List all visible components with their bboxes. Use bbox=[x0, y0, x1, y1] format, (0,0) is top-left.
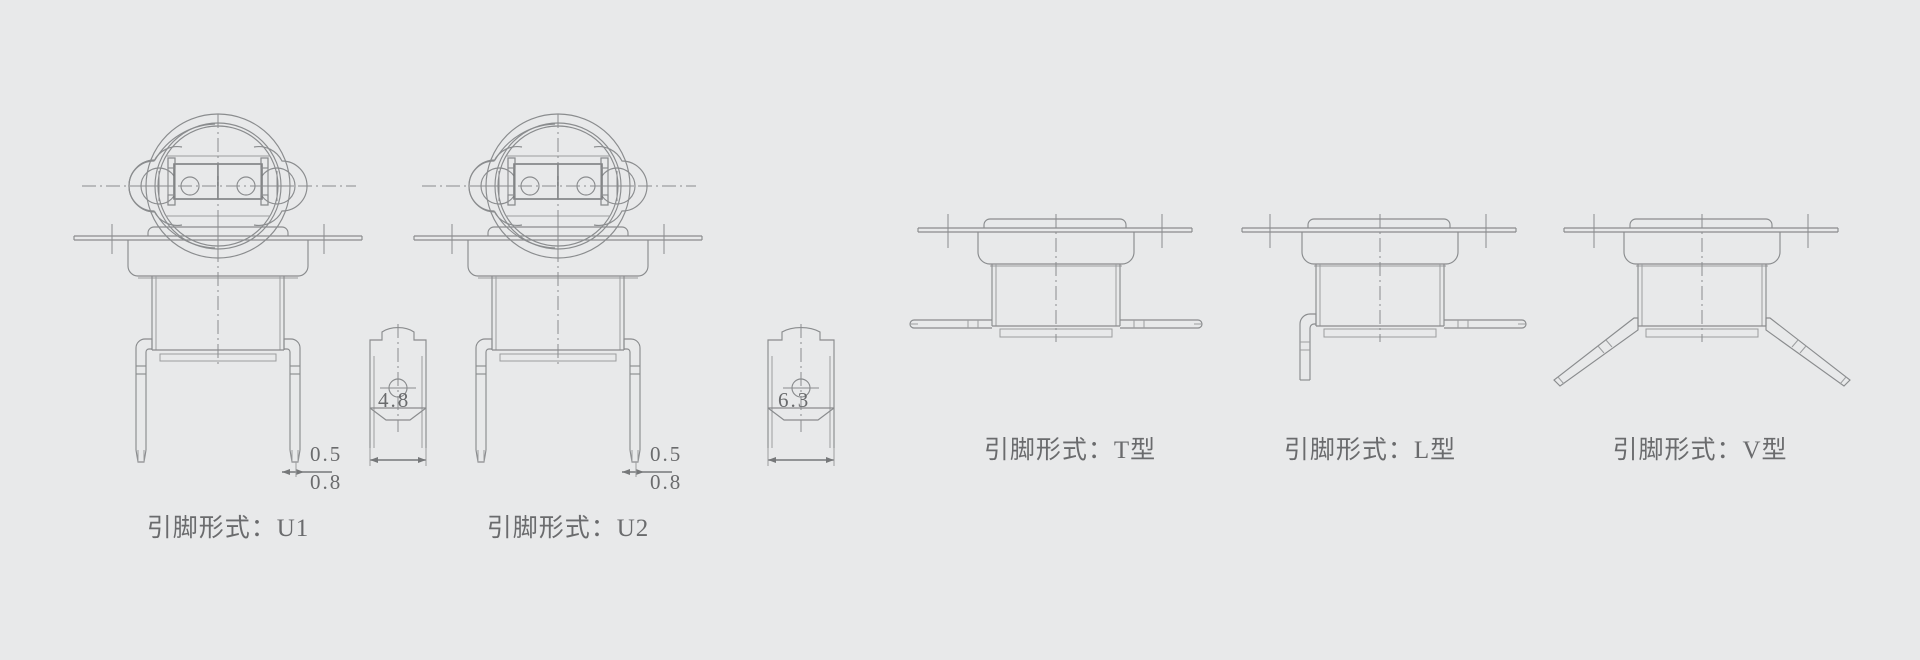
u2-dim-pin-width: 0.8 bbox=[650, 470, 683, 494]
figure-u1: 0.5 0.8 bbox=[60, 78, 480, 494]
u2-front-view bbox=[413, 224, 703, 463]
u1-terminal-svg bbox=[369, 324, 427, 466]
u2-terminal-svg bbox=[767, 324, 835, 466]
u1-front-view bbox=[73, 224, 363, 463]
caption-u1: 引脚形式：U1 bbox=[146, 515, 310, 542]
u1-dim-pin-thickness: 0.5 bbox=[310, 442, 343, 466]
caption-v: 引脚形式：V型 bbox=[1612, 437, 1788, 464]
u2-dim-pin-thickness: 0.5 bbox=[650, 442, 683, 466]
caption-t: 引脚形式：T型 bbox=[983, 437, 1157, 464]
figure-v-svg bbox=[1553, 214, 1851, 387]
t-front-view bbox=[909, 214, 1203, 342]
caption-u2: 引脚形式：U2 bbox=[486, 515, 650, 542]
u1-dim-pin-width: 0.8 bbox=[310, 470, 343, 494]
figure-l bbox=[1238, 190, 1558, 381]
figure-u2-terminal-side: 6.3 bbox=[758, 300, 888, 480]
figure-l-svg bbox=[1241, 214, 1527, 381]
figure-v bbox=[1548, 190, 1868, 387]
u2-dimension-arrows bbox=[622, 462, 672, 477]
figure-u1-terminal-side: 4.8 bbox=[358, 300, 478, 480]
figure-u1-svg bbox=[73, 113, 363, 477]
figure-u2-svg bbox=[413, 113, 703, 477]
figure-t-svg bbox=[909, 214, 1203, 342]
u2-top-view bbox=[422, 113, 696, 260]
l-front-view bbox=[1241, 214, 1527, 381]
u2-dim-terminal-width: 6.3 bbox=[778, 388, 811, 412]
u1-dimension-arrows bbox=[282, 462, 332, 477]
figure-u2: 0.5 0.8 bbox=[400, 78, 820, 494]
u1-dim-terminal-width: 4.8 bbox=[378, 388, 411, 412]
figure-t bbox=[900, 190, 1240, 370]
v-front-view bbox=[1553, 214, 1851, 387]
u1-top-view bbox=[82, 113, 356, 260]
caption-l: 引脚形式：L型 bbox=[1283, 437, 1457, 464]
